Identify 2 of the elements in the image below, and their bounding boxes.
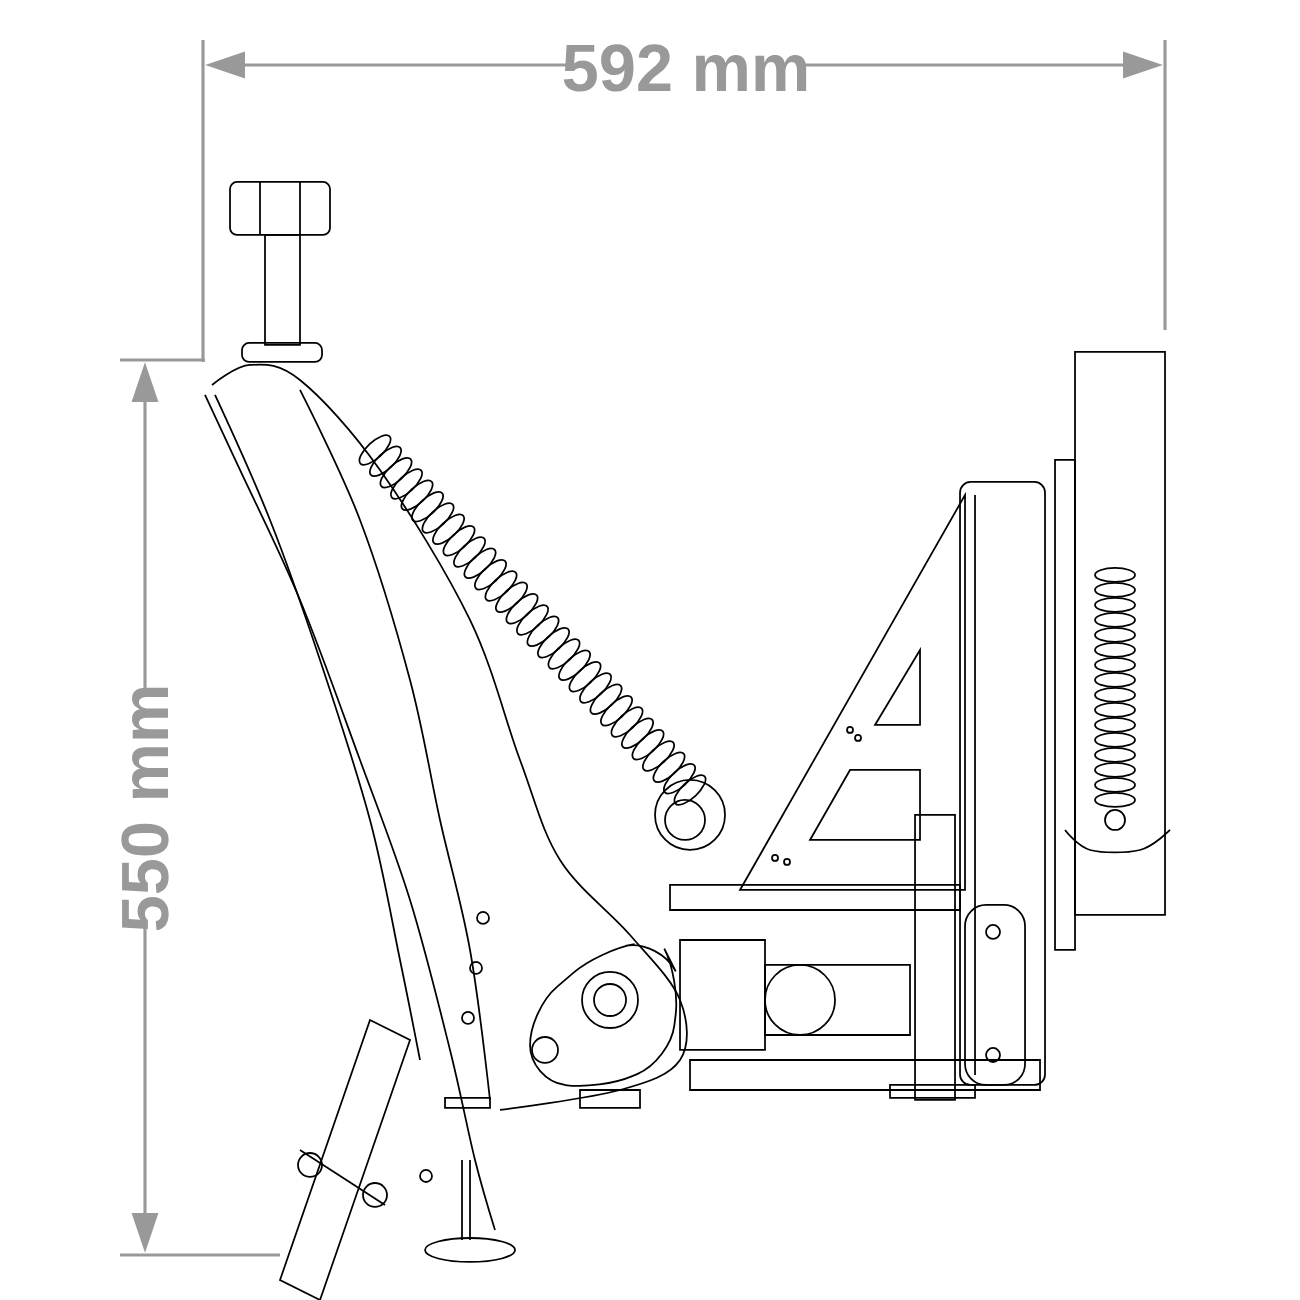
dimension-label: 550 mm xyxy=(121,687,169,931)
dimension-label: 592 mm xyxy=(563,44,807,92)
